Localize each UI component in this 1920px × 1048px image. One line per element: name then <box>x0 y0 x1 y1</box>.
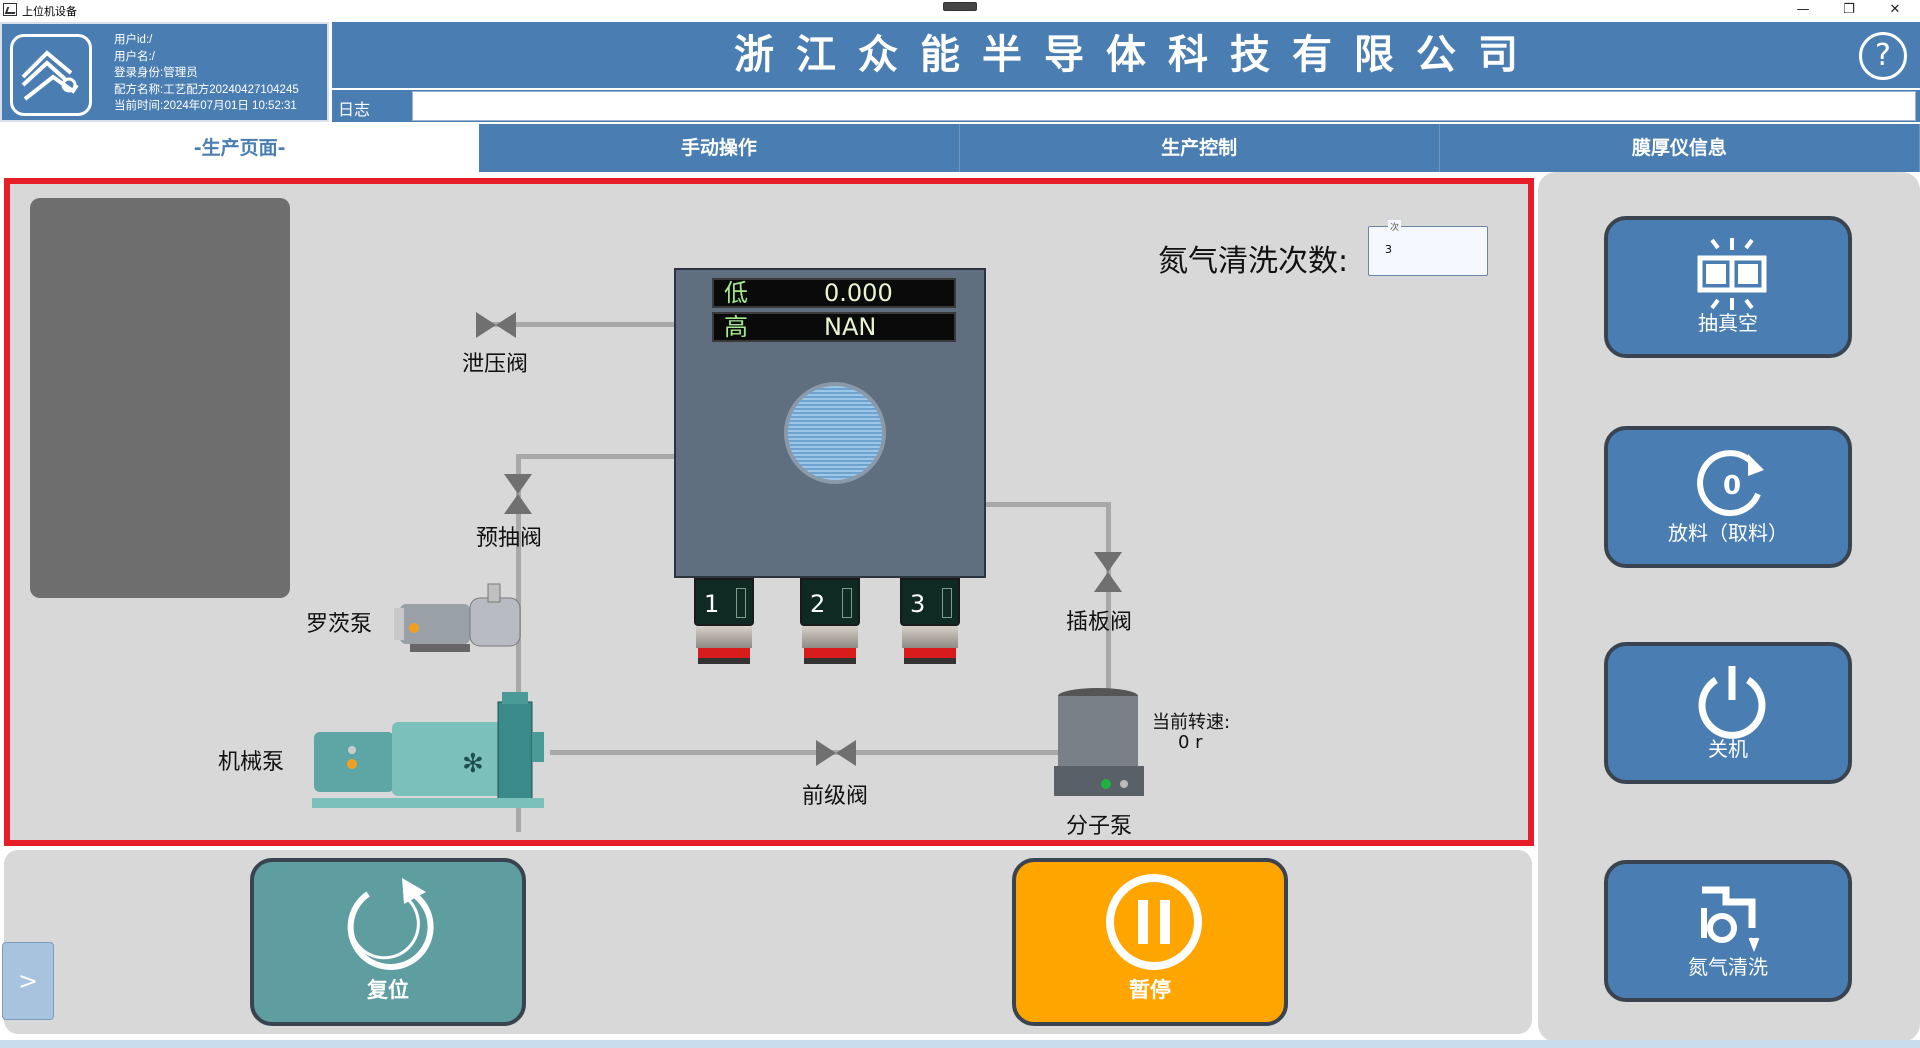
window-titlebar: 上位机设备 — ❐ ✕ <box>0 0 1920 20</box>
tab-production[interactable]: -生产页面- <box>0 124 480 172</box>
camera-view-placeholder <box>30 198 290 598</box>
help-button[interactable]: ? <box>1859 32 1907 80</box>
foreline-valve-label: 前级阀 <box>802 784 869 809</box>
source-1[interactable]: 1 <box>694 578 754 670</box>
pause-button[interactable]: 暂停 <box>1012 858 1288 1026</box>
vacuum-icon <box>1697 238 1767 310</box>
pause-label: 暂停 <box>1129 978 1171 1002</box>
unload-icon: 0 <box>1697 450 1764 517</box>
user-role: 登录身份:管理员 <box>114 67 198 79</box>
tab-production-control[interactable]: 生产控制 <box>960 124 1440 172</box>
n2-purge-label: 氮气清洗次数: <box>1158 244 1349 279</box>
mechanical-pump-label: 机械泵 <box>218 750 285 775</box>
source-2[interactable]: 2 <box>800 578 860 670</box>
company-title: 浙江众能半导体科技有限公司 <box>734 32 1540 78</box>
log-field[interactable] <box>412 91 1916 121</box>
vacuum-label: 抽真空 <box>1698 311 1758 335</box>
reset-icon <box>347 878 434 970</box>
shutdown-button[interactable]: 关机 <box>1604 642 1852 784</box>
tab-thickness-meter[interactable]: 膜厚仪信息 <box>1440 124 1920 172</box>
gauge-high-value: NAN <box>824 313 877 341</box>
unload-label: 放料（取料） <box>1668 521 1788 545</box>
user-id: 用户id:/ <box>114 34 153 46</box>
n2-purge-label: 氮气清洗 <box>1688 955 1768 979</box>
pipe <box>550 750 1070 755</box>
svg-text:✻: ✻ <box>462 749 484 779</box>
tab-bar: -生产页面- 手动操作 生产控制 膜厚仪信息 <box>0 124 1920 172</box>
power-icon <box>1698 666 1766 739</box>
app-icon <box>3 3 17 16</box>
reset-label: 复位 <box>367 978 409 1002</box>
vent-valve-label: 泄压阀 <box>462 352 529 377</box>
expand-panel-button[interactable]: > <box>2 942 54 1020</box>
n2-purge-count-input[interactable]: 3 <box>1368 226 1488 276</box>
pause-icon <box>1106 874 1202 970</box>
gauge-high-display: 高 NAN <box>712 312 956 342</box>
roots-pump-icon[interactable] <box>390 578 550 658</box>
source-number: 1 <box>704 590 720 618</box>
pump-speed-label: 当前转速: <box>1152 712 1231 733</box>
user-info-text: 用户id:/ 用户名:/ 登录身份:管理员 配方名称:工艺配方202404271… <box>114 32 299 115</box>
shutdown-label: 关机 <box>1708 737 1748 761</box>
minimize-button[interactable]: — <box>1796 2 1810 17</box>
status-bar <box>0 1040 1920 1048</box>
vacuum-chamber: 低 0.000 高 NAN <box>674 268 986 578</box>
vacuum-button[interactable]: 抽真空 <box>1604 216 1852 358</box>
viewport-window <box>784 382 886 484</box>
maximize-button[interactable]: ❐ <box>1843 2 1855 17</box>
log-row: 日志 <box>332 90 1920 122</box>
n2-purge-button[interactable]: 氮气清洗 <box>1604 860 1852 1002</box>
tab-manual[interactable]: 手动操作 <box>479 124 960 172</box>
roughing-valve-label: 预抽阀 <box>476 526 543 551</box>
close-button[interactable]: ✕ <box>1889 2 1901 17</box>
source-3[interactable]: 3 <box>900 578 960 670</box>
side-panel: 抽真空 0 放料（取料） 关机 氮气清洗 <box>1538 172 1920 1042</box>
bottom-control-panel: 复位 暂停 <box>4 850 1532 1034</box>
n2-purge-unit: 次 <box>1388 220 1402 233</box>
drag-handle[interactable] <box>943 2 977 11</box>
purge-icon <box>1701 886 1760 953</box>
process-diagram: 低 0.000 高 NAN 1 2 3 泄压阀 预抽阀 插板阀 前级阀 <box>4 178 1534 846</box>
header-title-bar: 浙江众能半导体科技有限公司 ? <box>332 22 1920 88</box>
pipe <box>480 322 676 327</box>
gauge-low-value: 0.000 <box>824 279 893 307</box>
reset-button[interactable]: 复位 <box>250 858 526 1026</box>
gate-valve-icon[interactable] <box>1094 552 1122 592</box>
vent-valve-icon[interactable] <box>476 312 516 338</box>
pipe <box>1106 502 1111 692</box>
roots-pump-label: 罗茨泵 <box>306 612 373 637</box>
current-time: 当前时间:2024年07月01日 10:52:31 <box>114 100 297 112</box>
gauge-high-key: 高 <box>724 313 748 341</box>
foreline-valve-icon[interactable] <box>816 740 856 766</box>
source-number: 2 <box>810 590 826 618</box>
mechanical-pump-icon[interactable]: ✻ <box>312 692 562 812</box>
log-label: 日志 <box>338 100 371 119</box>
pump-speed-value: 0 r <box>1178 732 1203 753</box>
source-number: 3 <box>910 590 926 618</box>
pipe <box>516 454 521 674</box>
molecular-pump-label: 分子泵 <box>1066 814 1133 839</box>
gauge-low-display: 低 0.000 <box>712 278 956 308</box>
molecular-pump-icon[interactable] <box>1054 686 1150 806</box>
pipe <box>516 454 676 459</box>
gauge-low-key: 低 <box>724 279 748 307</box>
company-logo-icon <box>10 34 92 116</box>
gate-valve-label: 插板阀 <box>1066 610 1133 635</box>
window-title: 上位机设备 <box>22 6 77 18</box>
pipe <box>986 502 1110 507</box>
roughing-valve-icon[interactable] <box>504 474 532 514</box>
user-info-panel: 用户id:/ 用户名:/ 登录身份:管理员 配方名称:工艺配方202404271… <box>0 22 329 122</box>
user-name: 用户名:/ <box>114 50 155 63</box>
recipe-name: 配方名称:工艺配方20240427104245 <box>114 83 299 96</box>
svg-text:0: 0 <box>1723 471 1741 501</box>
unload-button[interactable]: 0 放料（取料） <box>1604 426 1852 568</box>
